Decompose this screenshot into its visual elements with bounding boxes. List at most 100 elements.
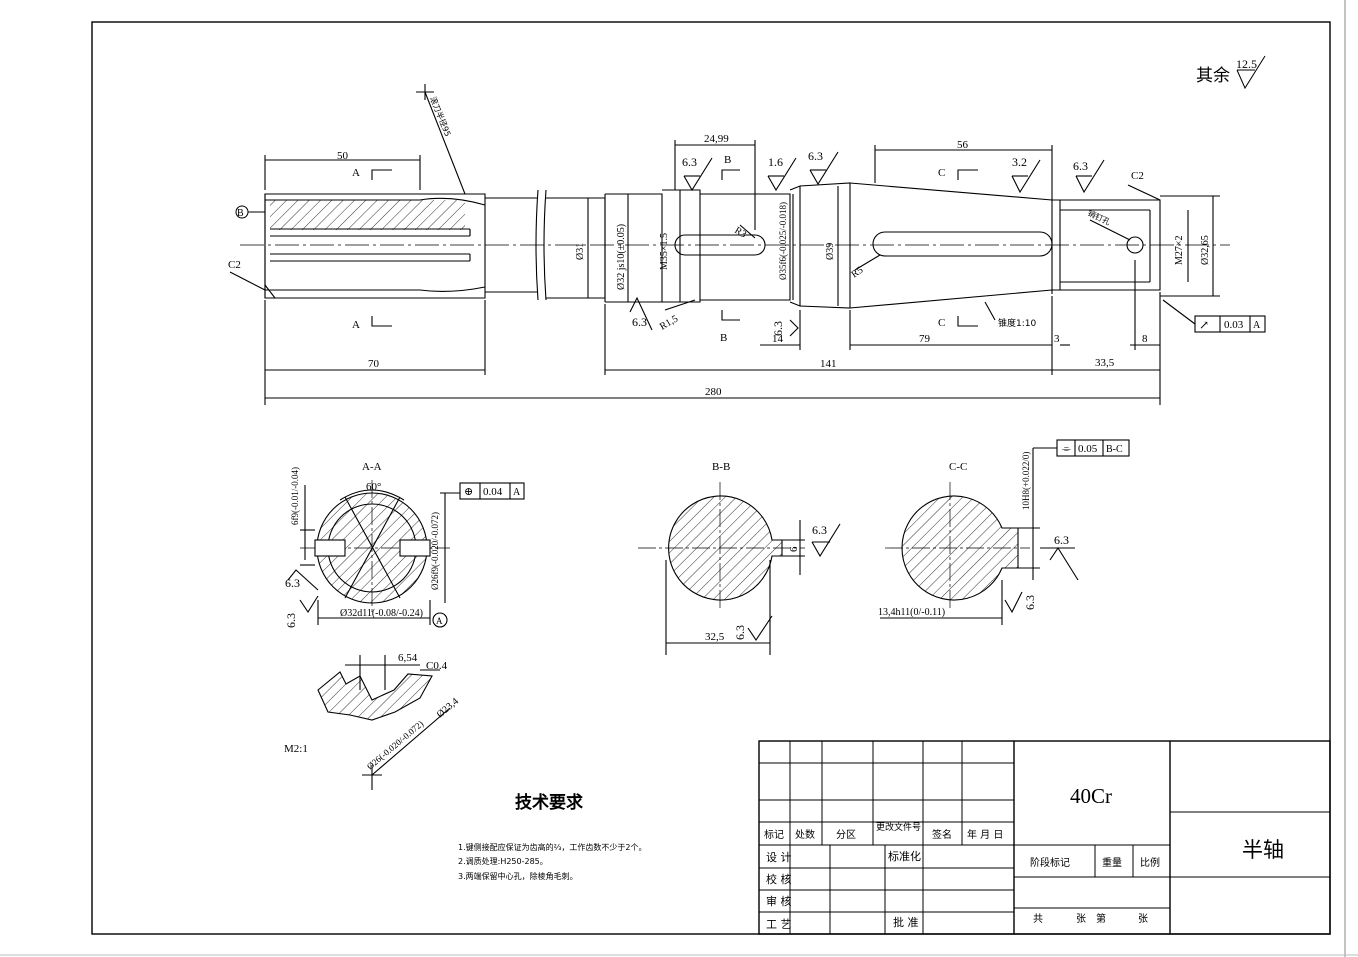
chamfer-c2-left: C2 [228,259,241,271]
section-bb-title: B-B [712,461,730,473]
rough-6-3-a: 6.3 [682,155,697,169]
rough-6-3-d: 6.3 [632,315,647,329]
surface-note: 其余 [1196,66,1230,86]
chamfer-c2-right: C2 [1131,170,1144,182]
material: 40Cr [1070,784,1112,808]
label-design: 设 计 [766,851,792,864]
part-name: 半轴 [1242,838,1284,862]
dim-280: 280 [705,386,722,398]
label-no: 第 [1096,912,1106,925]
section-c-bottom: C [938,317,945,329]
dia-32: Ø32 js10(±0.05) [616,224,627,290]
detail-chamfer: C0.4 [426,660,448,672]
section-cc-title: C-C [949,461,967,473]
label-weight: 重量 [1102,856,1122,869]
keyway-depth-cc: 13,4h11(0/-0.11) [878,607,945,618]
header-count: 处数 [795,828,815,841]
position-symbol: ⊕ [464,486,473,498]
tech-note-1: 1.键侧接配应保证为齿高的⅔，工作齿数不少于2个。 [458,842,646,852]
section-bb [638,482,841,655]
section-c-top: C [938,167,945,179]
technical-requirements: 技术要求 1.键侧接配应保证为齿高的⅔，工作齿数不少于2个。 2.调质处理:H2… [458,792,646,881]
section-aa-labels: A-A 60° Ø32d11(-0.08/-0.24) Ø26f9(-0.020… [284,461,521,628]
section-bb-labels: B-B 6 32,5 6.3 6.3 [705,461,827,643]
radius-r3: R3 [733,225,749,240]
label-review: 审 核 [766,894,792,908]
title-block-labels: 标记 处数 分区 更改文件号 签名 年 月 日 设 计 校 核 审 核 工 艺 … [764,784,1284,931]
keyway-depth-bb: 32,5 [705,631,725,643]
spline-detail [317,655,451,790]
dim-79: 79 [919,333,931,345]
dim-3: 3 [1054,333,1060,345]
header-mark: 标记 [764,829,784,841]
section-cc [880,439,1130,625]
dim-33-5: 33,5 [1095,357,1115,369]
dim-70: 70 [368,358,380,370]
drawing-frame [91,21,1331,935]
spline-minor-dia: Ø26f9(-0.020/-0.072) [430,512,440,590]
dim-24-99: 24,99 [704,133,729,145]
taper-note: 锥度1:10 [998,317,1036,329]
label-approve: 批 准 [893,915,919,929]
radius-r5: R5 [849,265,865,281]
label-sheets: 张 [1076,913,1086,925]
label-stage: 阶段标记 [1030,856,1070,869]
dim-56: 56 [957,139,969,151]
detail-width: 6,54 [398,652,418,664]
section-b-top: B [724,154,731,166]
runout-datum: A [1253,320,1261,331]
thread-m35: M35×1.5 [659,233,670,270]
keyway-width-bb: 6 [788,546,800,552]
spline-width: 6f9(-0.01/-0.04) [290,467,300,525]
dim-8: 8 [1142,333,1148,345]
runout-symbol: ↗ [1199,318,1209,332]
rough-6-3-c: 6.3 [1073,159,1088,173]
rough-6-3-b: 6.3 [808,149,823,163]
section-bb-rough-1: 6.3 [812,523,827,537]
section-b-bottom: B [720,332,727,344]
label-process: 工 艺 [766,918,792,931]
label-sheet: 张 [1138,913,1148,925]
section-cc-rough-2: 6.3 [1023,595,1037,610]
section-aa-rough-1: 6.3 [285,576,300,590]
main-view-labels: 50 70 280 141 79 14 3 33,5 8 56 24,99 Ø3… [228,95,1261,398]
position-datum: A [513,487,521,498]
title-block [758,740,1331,935]
header-date: 年 月 日 [967,828,1003,841]
symmetry-symbol: ⌯ [1062,443,1071,455]
symmetry-datum: B-C [1106,444,1123,455]
detail-d26: Ø26(-0.020/-0.072) [365,719,425,772]
section-aa-title: A-A [362,461,382,473]
rough-3-2: 3.2 [1012,155,1027,169]
label-total: 共 [1033,913,1043,925]
dia-31: Ø31 [575,243,586,260]
dim-141: 141 [820,358,837,370]
scale-note: M2:1 [284,743,308,755]
position-value: 0.04 [483,486,503,498]
datum-b: B [237,208,244,219]
dim-14: 14 [772,333,784,345]
main-view [229,84,1266,405]
section-cc-labels: C-C 10H8(+0.022/0) 13,4h11(0/-0.11) 6.3 … [878,443,1123,618]
runout-value: 0.03 [1224,319,1244,331]
label-ratio: 比例 [1140,856,1160,869]
surface-note-value: 12.5 [1236,57,1257,71]
general-roughness-note: 其余 12.5 [1196,55,1266,90]
keyway-width-cc: 10H8(+0.022/0) [1021,452,1031,510]
label-standard: 标准化 [888,849,921,863]
spline-angle: 60° [366,481,381,493]
datum-a: A [436,616,443,626]
rough-6-3-e: 6.3 [771,321,785,336]
spline-major-dia: Ø32d11(-0.08/-0.24) [340,608,423,619]
radius-r1-5: R1,5 [658,313,680,332]
header-change-doc: 更改文件号 [876,821,921,833]
dia-35: Ø35f6(-0.025/-0.018) [778,202,788,280]
section-aa-rough-2: 6.3 [284,613,298,628]
thread-m27: M27×2 [1174,235,1185,265]
section-a-bottom: A [352,319,360,331]
header-sign: 签名 [932,828,952,841]
rough-1-6: 1.6 [768,155,783,169]
section-bb-rough-2: 6.3 [733,625,747,640]
tech-title: 技术要求 [515,792,583,813]
